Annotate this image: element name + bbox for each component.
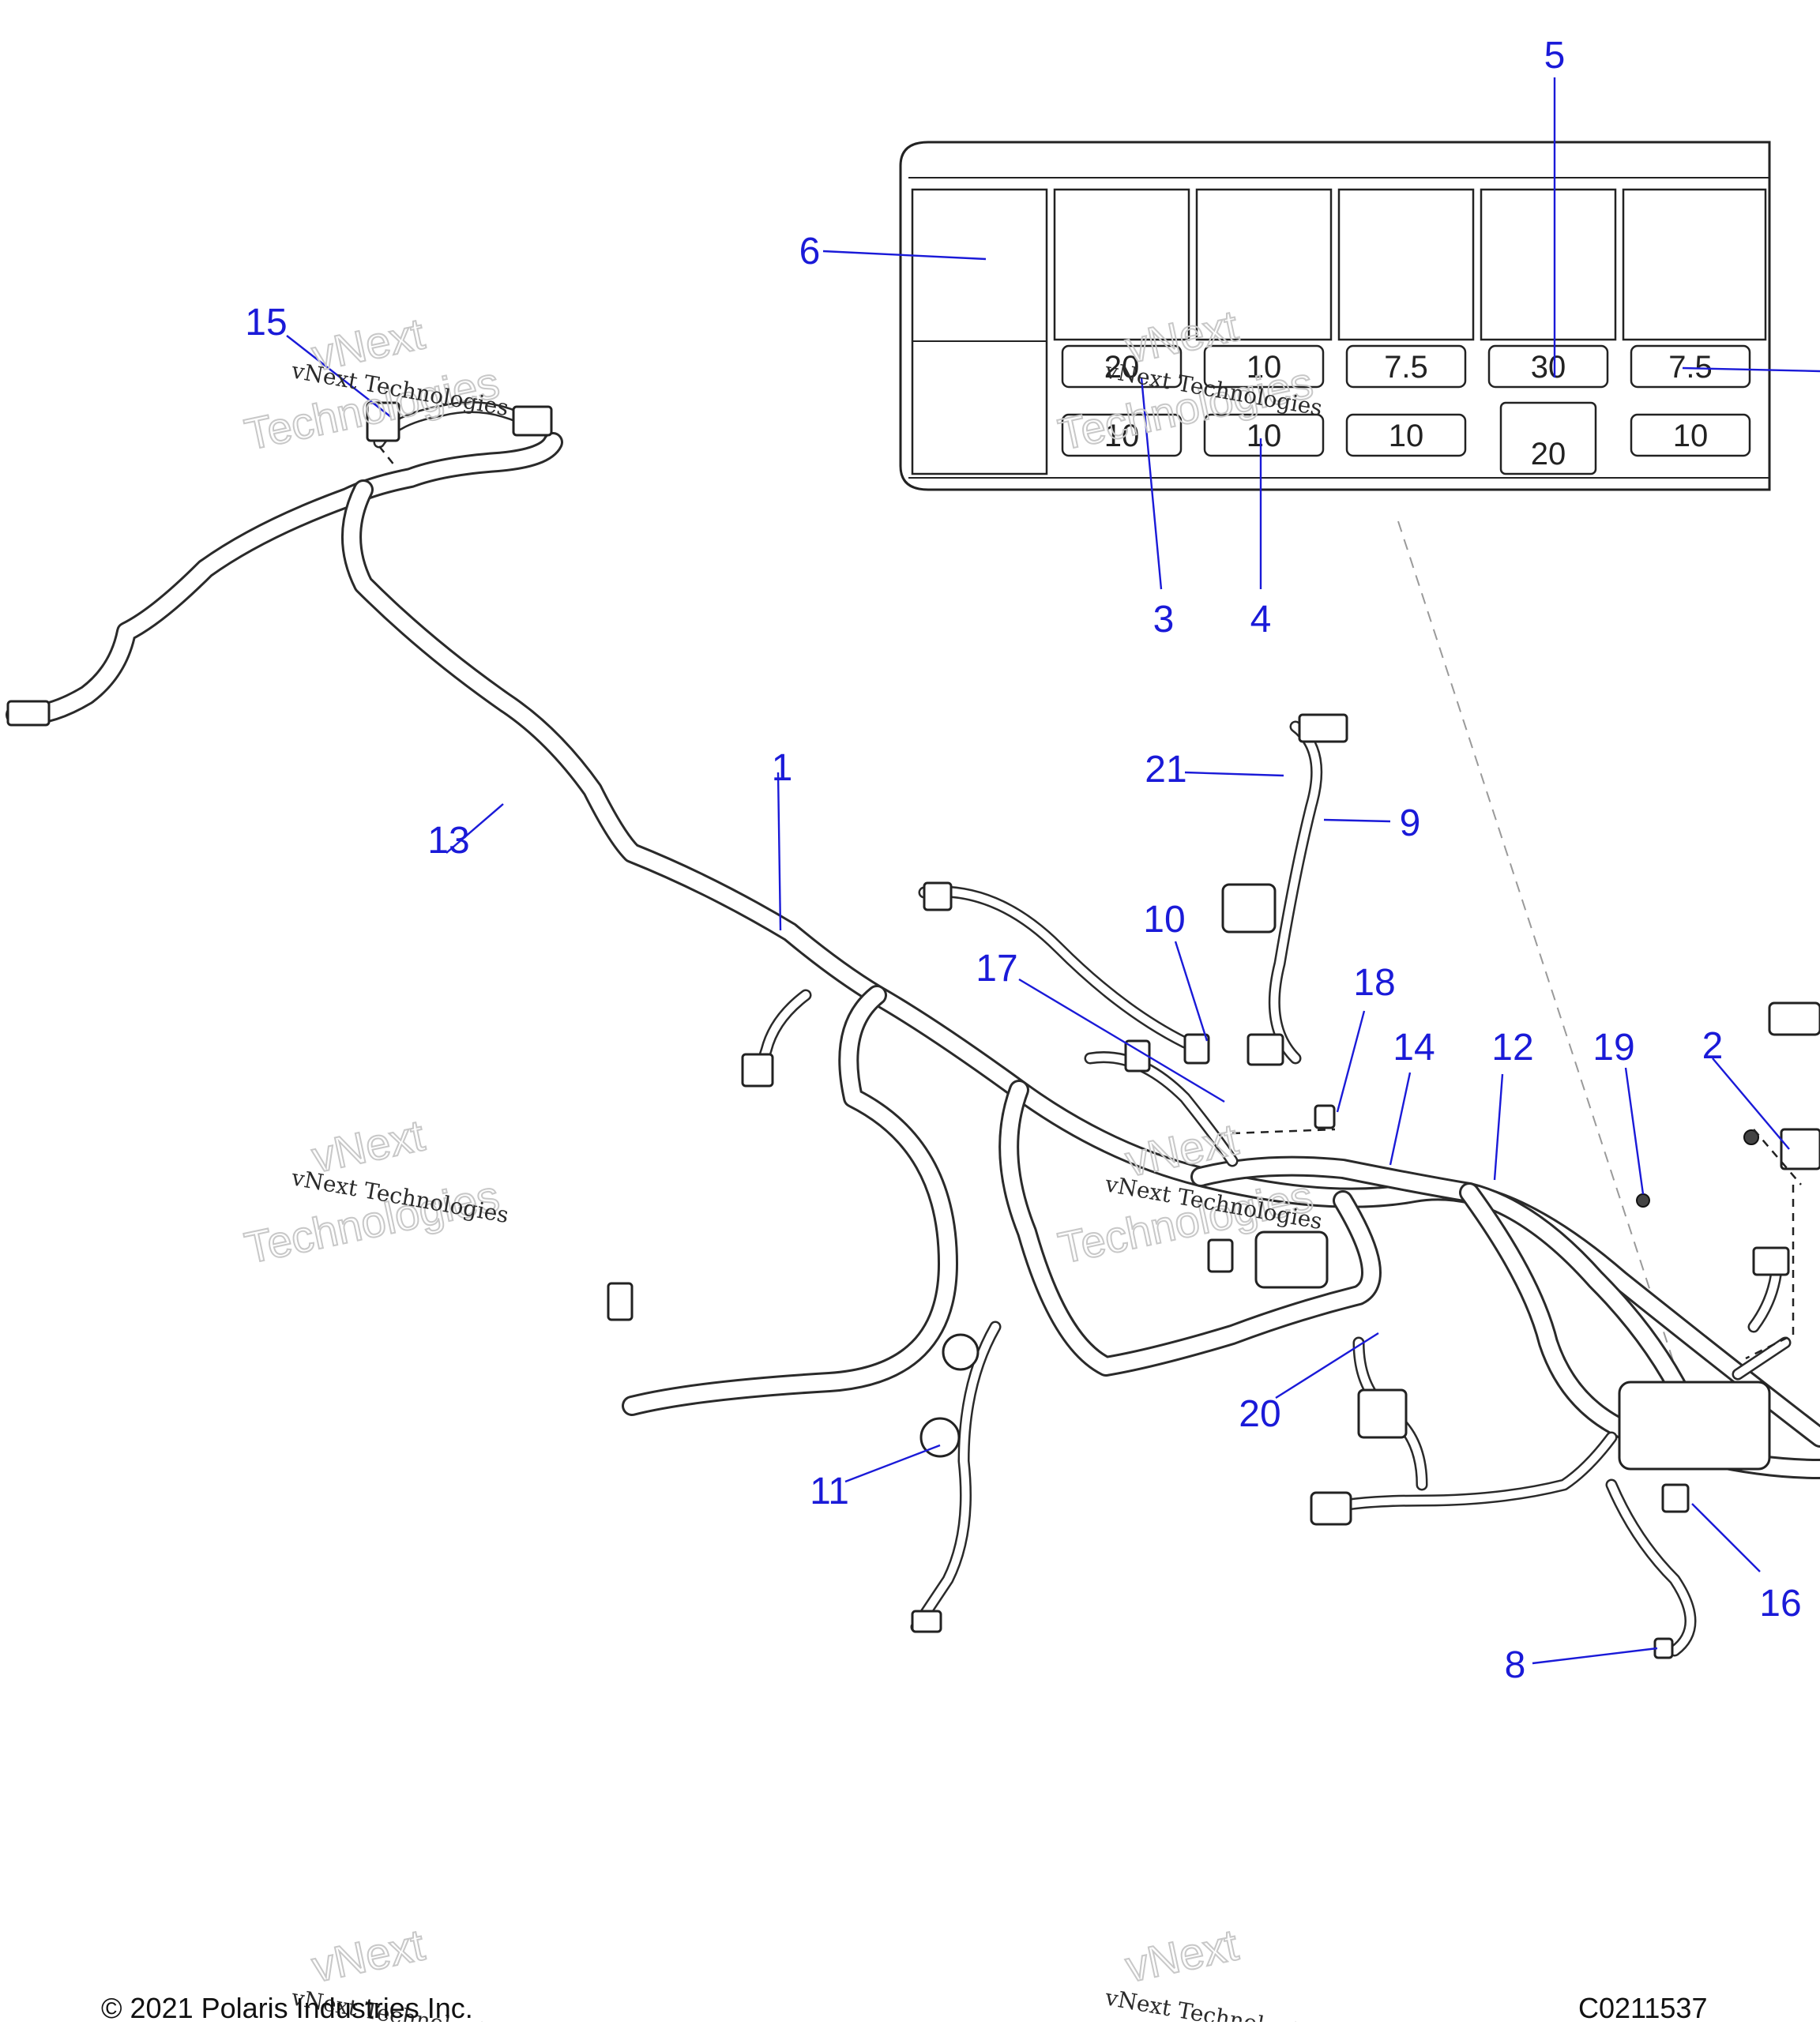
callout-16: 16 (1759, 1583, 1801, 1625)
callout-19: 19 (1592, 1027, 1634, 1069)
callout-21: 21 (1145, 749, 1186, 791)
callout-leaders (286, 77, 1820, 1665)
harness-branches (373, 401, 1792, 1657)
callout-14: 14 (1393, 1027, 1435, 1069)
svg-text:vNext Technologies: vNext Technologies (1103, 1984, 1325, 2022)
callout-18: 18 (1353, 962, 1395, 1004)
fuse-label: 20 (1104, 350, 1140, 385)
harness-main-trunk (6, 432, 1820, 1479)
callout-2: 2 (1702, 1025, 1724, 1067)
callout-3: 3 (1153, 599, 1175, 641)
fuse-label: 10 (1673, 419, 1709, 453)
callout-12: 12 (1491, 1027, 1533, 1069)
fuse-row-top: 20 10 7.5 30 7.5 (1061, 344, 1751, 389)
fuse-label: 7.5 (1668, 350, 1713, 385)
fuse-label: 10 (1247, 419, 1282, 453)
callout-15: 15 (245, 302, 287, 344)
callout-6: 6 (799, 231, 821, 272)
callout-1: 1 (772, 747, 793, 789)
callout-20: 20 (1239, 1393, 1280, 1435)
fuse-label: 10 (1389, 419, 1424, 453)
fuse-label: 30 (1531, 350, 1566, 385)
dashed-indicator (1753, 1129, 1802, 1185)
callout-13: 13 (427, 820, 469, 862)
callout-8: 8 (1505, 1644, 1526, 1686)
watermark-2: vNext Technologies vNext Technologies (239, 1109, 510, 1273)
svg-text:vNext: vNext (1121, 1919, 1243, 1991)
callout-9: 9 (1400, 802, 1421, 844)
fuse-box-inset: 20 10 7.5 30 7.5 10 10 10 20 10 (899, 141, 1771, 491)
callout-4: 4 (1250, 599, 1272, 641)
catalog-code: C0211537 (1578, 1992, 1708, 2024)
fuse-label: 10 (1104, 419, 1140, 453)
dashed-indicator (1232, 1128, 1336, 1135)
callout-labels: 1 2 3 4 5 6 8 9 10 11 12 13 14 15 16 17 … (245, 35, 1801, 1686)
watermark-6: vNext vNext Technologies (1103, 1918, 1325, 2022)
fuse-label: 20 (1531, 437, 1566, 471)
fuse-label: 7.5 (1384, 350, 1428, 385)
harness-connectors (6, 401, 1820, 1659)
callout-5: 5 (1544, 35, 1566, 77)
copyright-notice: © 2021 Polaris Industries Inc. (101, 1992, 473, 2024)
projection-line (1397, 520, 1691, 1414)
callout-17: 17 (976, 948, 1017, 990)
fuse-row-bottom: 10 10 10 20 10 (1061, 401, 1751, 475)
dashed-indicator (378, 445, 396, 467)
fuse-label: 10 (1247, 350, 1282, 385)
dashed-indicator (1745, 1185, 1795, 1360)
callout-10: 10 (1143, 899, 1185, 941)
svg-text:vNext: vNext (307, 1919, 429, 1991)
callout-11: 11 (810, 1471, 849, 1512)
